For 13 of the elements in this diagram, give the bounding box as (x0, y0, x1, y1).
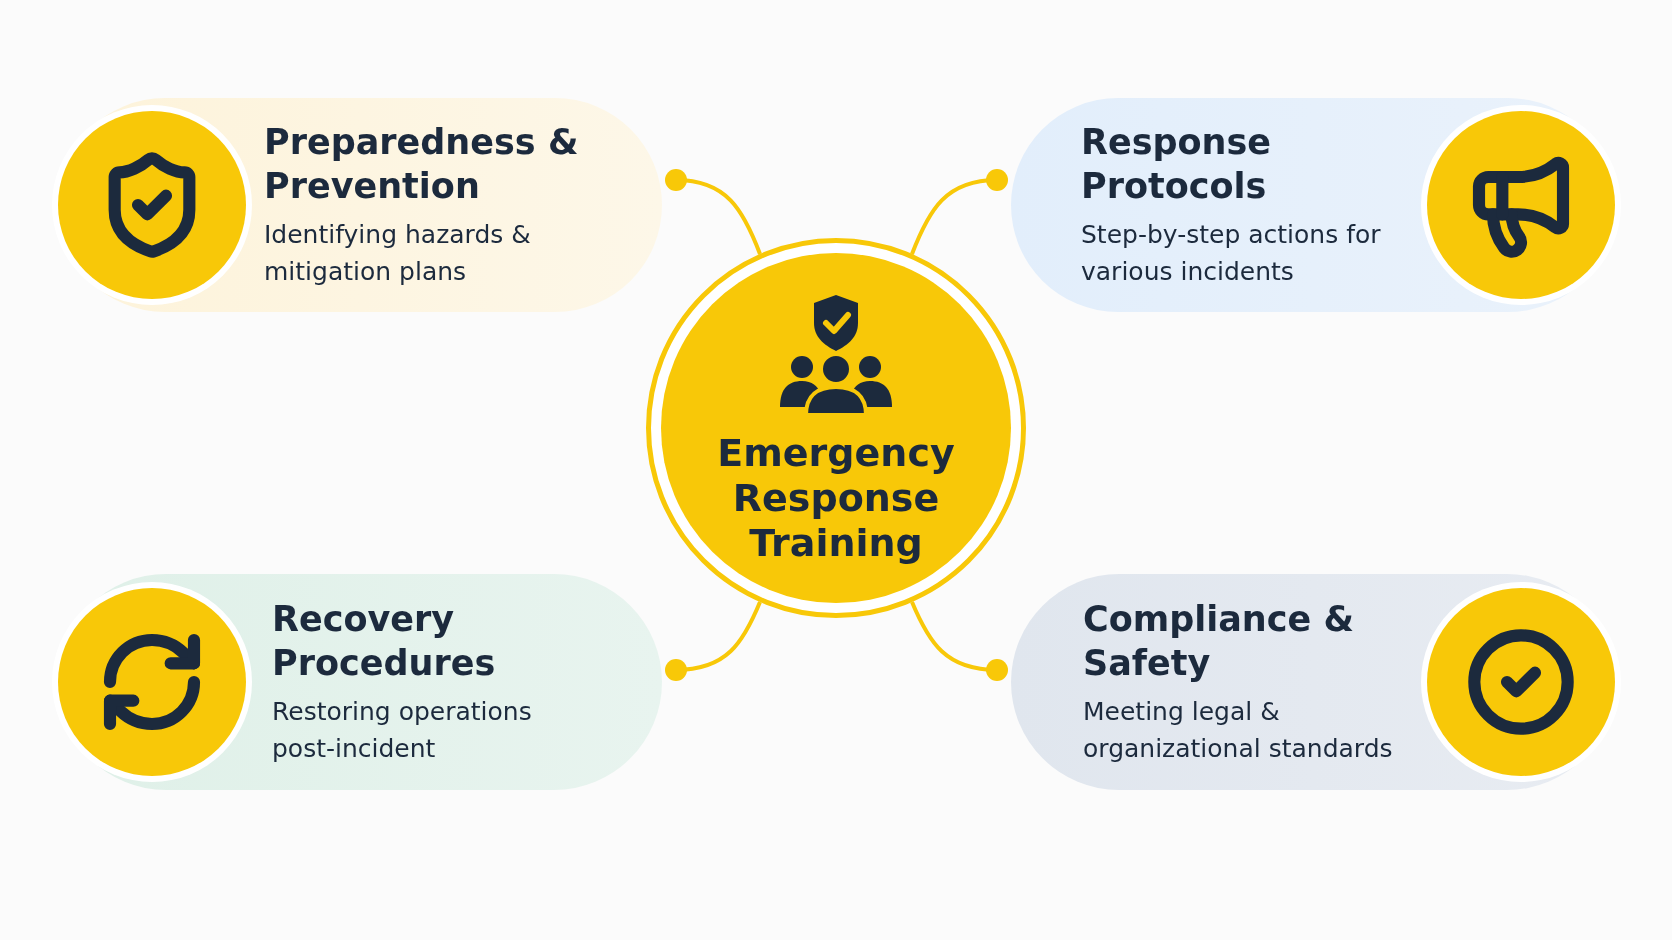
card-description: Meeting legal & organizational standards (1083, 696, 1394, 765)
card-description: Identifying hazards & mitigation plans (264, 219, 532, 288)
connector-line (665, 601, 762, 681)
connector-line (910, 601, 1008, 681)
card-description: Step-by-step actions for various incidents (1081, 219, 1382, 288)
card-heading: Recovery Procedures (272, 598, 497, 685)
card-heading: Response Protocols (1081, 121, 1273, 208)
hub-title: Emergency Response Training (716, 430, 956, 566)
connector-line (665, 169, 762, 255)
card-heading: Compliance & Safety (1083, 598, 1355, 685)
connector-line (910, 169, 1008, 255)
card-heading: Preparedness & Prevention (264, 121, 580, 208)
card-description: Restoring operations post-incident (272, 696, 533, 765)
